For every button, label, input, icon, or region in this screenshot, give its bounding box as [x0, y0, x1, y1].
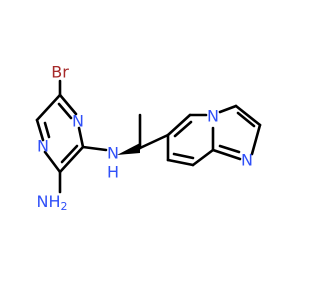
- bond-n4-c3: [218, 104, 238, 114]
- bond-n4-c5: [58, 93, 78, 116]
- bond-ch-c6: [138, 133, 170, 150]
- bond-c8a-c8: [191, 148, 215, 167]
- bond-c2-n1: [250, 123, 262, 156]
- atom-imidazo-n: N: [241, 151, 253, 170]
- atom-amino-nh2-main: NH: [37, 192, 61, 211]
- bond-c6-c5: [166, 113, 192, 137]
- bond-c3-nh: [81, 145, 108, 152]
- bond-c3-c2-inner: [236, 111, 256, 128]
- bond-c6-n1-inner: [43, 121, 51, 139]
- bond-n1-c8a-inner: [218, 144, 241, 154]
- atom-label-layer: Br N N N H NH2 N N: [37, 63, 253, 213]
- bond-c2-c3-inner: [60, 144, 79, 164]
- bond-layer: [35, 79, 262, 194]
- atom-amino-nh2: NH2: [37, 192, 68, 213]
- atom-pyrazine-n-top: N: [72, 112, 84, 131]
- bond-n1-c2: [43, 150, 62, 174]
- atom-amine-nh: N: [107, 144, 119, 163]
- bond-c8-c7-inner: [172, 152, 195, 160]
- atom-amine-nh-hydrogen: H: [107, 163, 119, 182]
- bond-c2-c3: [58, 145, 85, 174]
- atom-pyrazine-n-bottom: N: [37, 137, 49, 156]
- bond-c5-c6: [35, 93, 62, 122]
- bond-c6-c5-inner: [173, 120, 193, 138]
- bond-c3-c2: [234, 104, 262, 127]
- bond-c6-n1: [35, 118, 45, 142]
- bond-c8-c7: [166, 158, 195, 167]
- bond-c3-n4: [77, 126, 85, 149]
- molecule-structure-diagram: Br N N N H NH2 N N: [35, 63, 262, 213]
- atom-imidazo-bridge-n: N: [207, 107, 219, 126]
- bond-n4-c5-inner: [57, 102, 73, 120]
- atom-amino-nh2-subscript: 2: [61, 200, 68, 213]
- atom-bromine: Br: [51, 63, 69, 82]
- bond-ch-wedge: [117, 143, 140, 155]
- bond-n1-c8a: [211, 148, 242, 161]
